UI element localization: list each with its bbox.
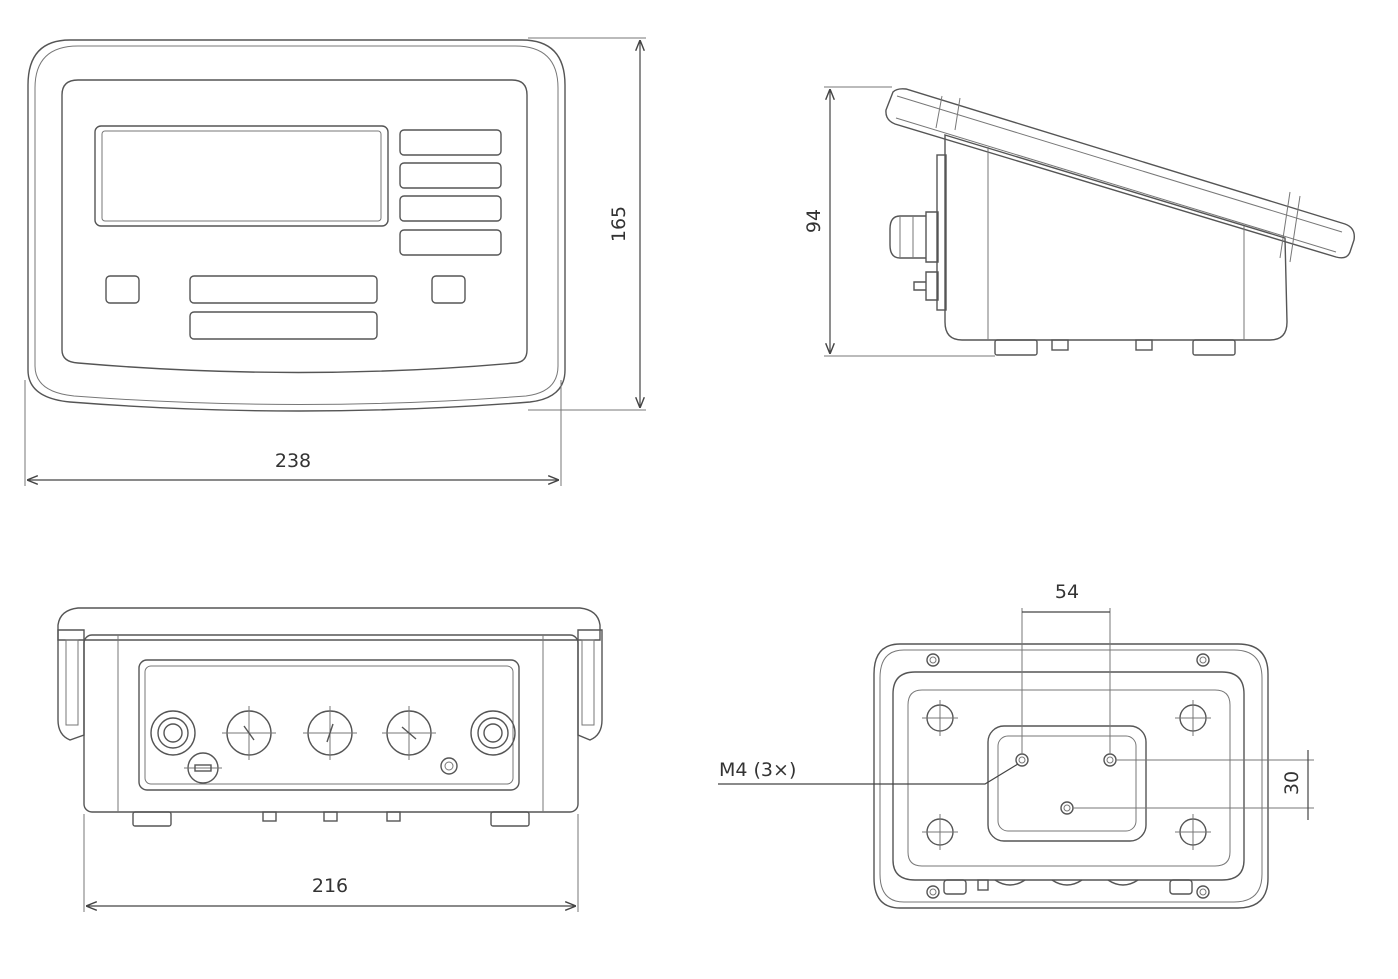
bottom-view: 216 [57,607,603,912]
side-foot-right [1192,339,1236,356]
cable-gland-right [470,710,516,756]
front-outer-housing [27,39,566,412]
front-panel [61,79,528,374]
rear-inner-recess [892,671,1245,881]
bottom-top-edge [57,607,601,641]
key-2 [399,162,502,189]
knockout-1 [222,706,276,760]
rear-feet [922,700,1211,850]
bottom-width-label: 216 [312,875,348,897]
side-tilted-panel [885,88,1355,259]
bottom-right-bumper [577,629,603,741]
side-view: 94 [803,86,1355,357]
front-view: 238 165 [24,37,646,486]
display-window [94,125,389,227]
vent-plug [184,752,222,784]
bottom-left-bumper [57,629,85,741]
connector-panel [138,659,520,791]
rear-view: 54 30 M4 (3×) [718,581,1314,909]
knockout-2 [303,706,357,760]
right-button [431,275,466,304]
left-button [105,275,140,304]
rear-outer-housing [873,643,1269,909]
mounting-plate [987,725,1147,842]
key-1 [399,129,502,156]
hole-spacing-label: 54 [1055,581,1079,603]
key-3 [399,195,502,222]
knockout-3 [382,706,436,760]
bottom-foot-right [490,811,530,827]
key-4 [399,229,502,256]
lower-key-2 [189,311,378,340]
thread-callout-leader [718,763,1019,785]
side-height-label: 94 [803,209,825,233]
lower-key-1 [189,275,378,304]
thread-callout-label: M4 (3×) [719,759,796,781]
rear-bottom-connectors [943,879,1193,895]
ground-screw [440,757,458,775]
ground-stud-side [913,271,939,301]
cable-gland-side [889,211,939,263]
cable-gland-left [150,710,196,756]
side-foot-left [994,339,1038,356]
bottom-foot-left [132,811,172,827]
side-base-body [944,134,1288,341]
front-height-label: 165 [608,206,630,242]
m4-threaded-holes [1015,753,1117,815]
side-connector-plate [936,154,947,311]
front-width-label: 238 [275,450,311,472]
rear-corner-screws [926,653,1210,899]
vertical-spacing-label: 30 [1281,771,1303,795]
